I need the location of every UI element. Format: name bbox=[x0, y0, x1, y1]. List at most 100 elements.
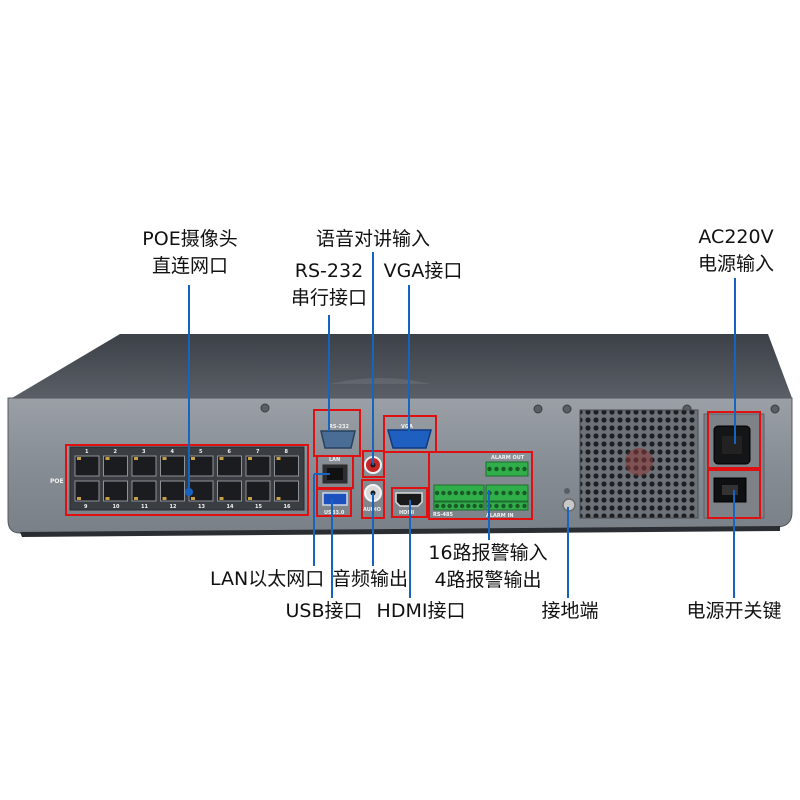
terminal-screw bbox=[472, 490, 477, 496]
poe-port[interactable] bbox=[131, 455, 157, 477]
poe-led bbox=[77, 497, 81, 500]
terminal-screw bbox=[472, 503, 477, 509]
terminal-screw bbox=[494, 490, 499, 496]
chassis-bottom bbox=[20, 526, 780, 537]
label-alarm-line2: 4路报警输出 bbox=[434, 569, 542, 591]
chassis-top bbox=[12, 334, 792, 398]
rs232-marking: RS-232 bbox=[329, 424, 349, 430]
label-lan: LAN以太网口 bbox=[210, 568, 325, 590]
vga-marking: VGA bbox=[401, 424, 413, 430]
poe-port[interactable] bbox=[245, 455, 271, 477]
poe-port[interactable] bbox=[274, 480, 299, 502]
terminal-screw bbox=[466, 503, 471, 509]
poe-port-number: 2 bbox=[114, 449, 118, 455]
poe-port-number: 10 bbox=[113, 504, 120, 510]
terminal-screw bbox=[447, 490, 452, 496]
poe-port-number: 12 bbox=[170, 504, 177, 510]
terminal-screw bbox=[434, 490, 440, 496]
label-poe-line1: POE摄像头 bbox=[142, 228, 238, 250]
poe-port[interactable] bbox=[160, 455, 185, 477]
terminal-screw bbox=[459, 490, 465, 496]
terminal-screw bbox=[453, 490, 459, 496]
poe-led bbox=[191, 497, 195, 500]
poe-led bbox=[105, 497, 110, 500]
poe-led bbox=[219, 457, 224, 460]
poe-led bbox=[248, 457, 252, 460]
poe-port[interactable] bbox=[217, 455, 242, 477]
poe-port-number: 6 bbox=[228, 449, 232, 455]
highlight-poe bbox=[65, 444, 309, 516]
label-usb: USB接口 bbox=[285, 600, 363, 622]
poe-led bbox=[191, 457, 195, 460]
highlight-usb bbox=[316, 488, 352, 517]
poe-led bbox=[105, 457, 110, 460]
poe-led bbox=[276, 497, 281, 500]
alarm-terminal-block[interactable] bbox=[485, 461, 529, 477]
label-hdmi: HDMI接口 bbox=[376, 600, 466, 622]
terminal-screw bbox=[501, 503, 506, 509]
terminal-screw bbox=[478, 503, 484, 509]
poe-port[interactable] bbox=[103, 480, 128, 502]
alarm-terminal-block[interactable] bbox=[433, 501, 485, 511]
label-rs232: RS-232 串行接口 bbox=[282, 258, 376, 312]
terminal-screw bbox=[478, 490, 484, 496]
poe-port-number: 7 bbox=[256, 449, 260, 455]
label-ac-line2: 电源输入 bbox=[697, 253, 774, 275]
poe-port[interactable] bbox=[217, 480, 242, 502]
poe-port[interactable] bbox=[103, 455, 128, 477]
lan-marking: LAN bbox=[329, 457, 340, 463]
poe-port[interactable] bbox=[131, 480, 157, 502]
usb-port[interactable] bbox=[322, 492, 348, 506]
poe-led bbox=[162, 457, 167, 460]
terminal-screw bbox=[453, 503, 459, 509]
vga-connector[interactable] bbox=[387, 429, 432, 449]
poe-port-number: 11 bbox=[141, 504, 148, 510]
alarm-terminal-block[interactable] bbox=[433, 484, 485, 502]
hdmi-port[interactable] bbox=[395, 492, 423, 507]
poe-port[interactable] bbox=[245, 480, 271, 502]
chassis-top-highlight bbox=[330, 378, 430, 384]
terminal-screw bbox=[441, 503, 446, 509]
terminal-screw bbox=[434, 503, 440, 509]
label-audio-out: 音频输出 bbox=[332, 568, 409, 590]
hdmi-marking: HDMI bbox=[399, 510, 414, 516]
terminal-screw bbox=[515, 503, 520, 509]
poe-marking: POE bbox=[50, 478, 64, 485]
poe-led bbox=[162, 497, 167, 500]
alarm-terminal-blocks[interactable] bbox=[433, 461, 529, 511]
highlight-alarm bbox=[428, 451, 533, 520]
terminal-screw bbox=[522, 503, 527, 509]
poe-port-number: 16 bbox=[284, 504, 291, 510]
label-power-switch: 电源开关键 bbox=[686, 600, 782, 622]
poe-port-number: 3 bbox=[142, 449, 146, 455]
poe-port[interactable] bbox=[160, 480, 185, 502]
label-ground: 接地端 bbox=[541, 600, 599, 622]
terminal-screw bbox=[466, 490, 471, 496]
usb-marking: USB3.0 bbox=[324, 510, 345, 516]
alarm-terminal-block[interactable] bbox=[485, 501, 529, 511]
label-rs232-line2: 串行接口 bbox=[290, 287, 367, 309]
poe-port-number: 4 bbox=[171, 449, 175, 455]
label-poe-line2: 直连网口 bbox=[151, 255, 228, 277]
poe-port-number: 15 bbox=[255, 504, 262, 510]
poe-port-number: 9 bbox=[84, 504, 88, 510]
alarm-terminal-block[interactable] bbox=[485, 484, 529, 502]
terminal-screw bbox=[494, 503, 499, 509]
alarm-out-marking: ALARM OUT bbox=[491, 455, 525, 461]
rs232-connector[interactable] bbox=[320, 430, 356, 449]
poe-port-number: 13 bbox=[198, 504, 205, 510]
terminal-screw bbox=[447, 503, 452, 509]
poe-port[interactable] bbox=[74, 480, 100, 502]
label-rs232-line1: RS-232 bbox=[294, 260, 364, 282]
terminal-screw bbox=[508, 490, 513, 496]
poe-port-number: 5 bbox=[199, 449, 203, 455]
terminal-screw bbox=[508, 466, 513, 472]
poe-port[interactable] bbox=[74, 455, 100, 477]
poe-port[interactable] bbox=[274, 455, 299, 477]
alarm-in-marking: ALARM IN bbox=[486, 513, 514, 519]
poe-led bbox=[276, 457, 281, 460]
label-voice-input: 语音对讲输入 bbox=[315, 228, 430, 250]
fan-hub bbox=[625, 448, 653, 476]
terminal-screw bbox=[501, 466, 506, 472]
